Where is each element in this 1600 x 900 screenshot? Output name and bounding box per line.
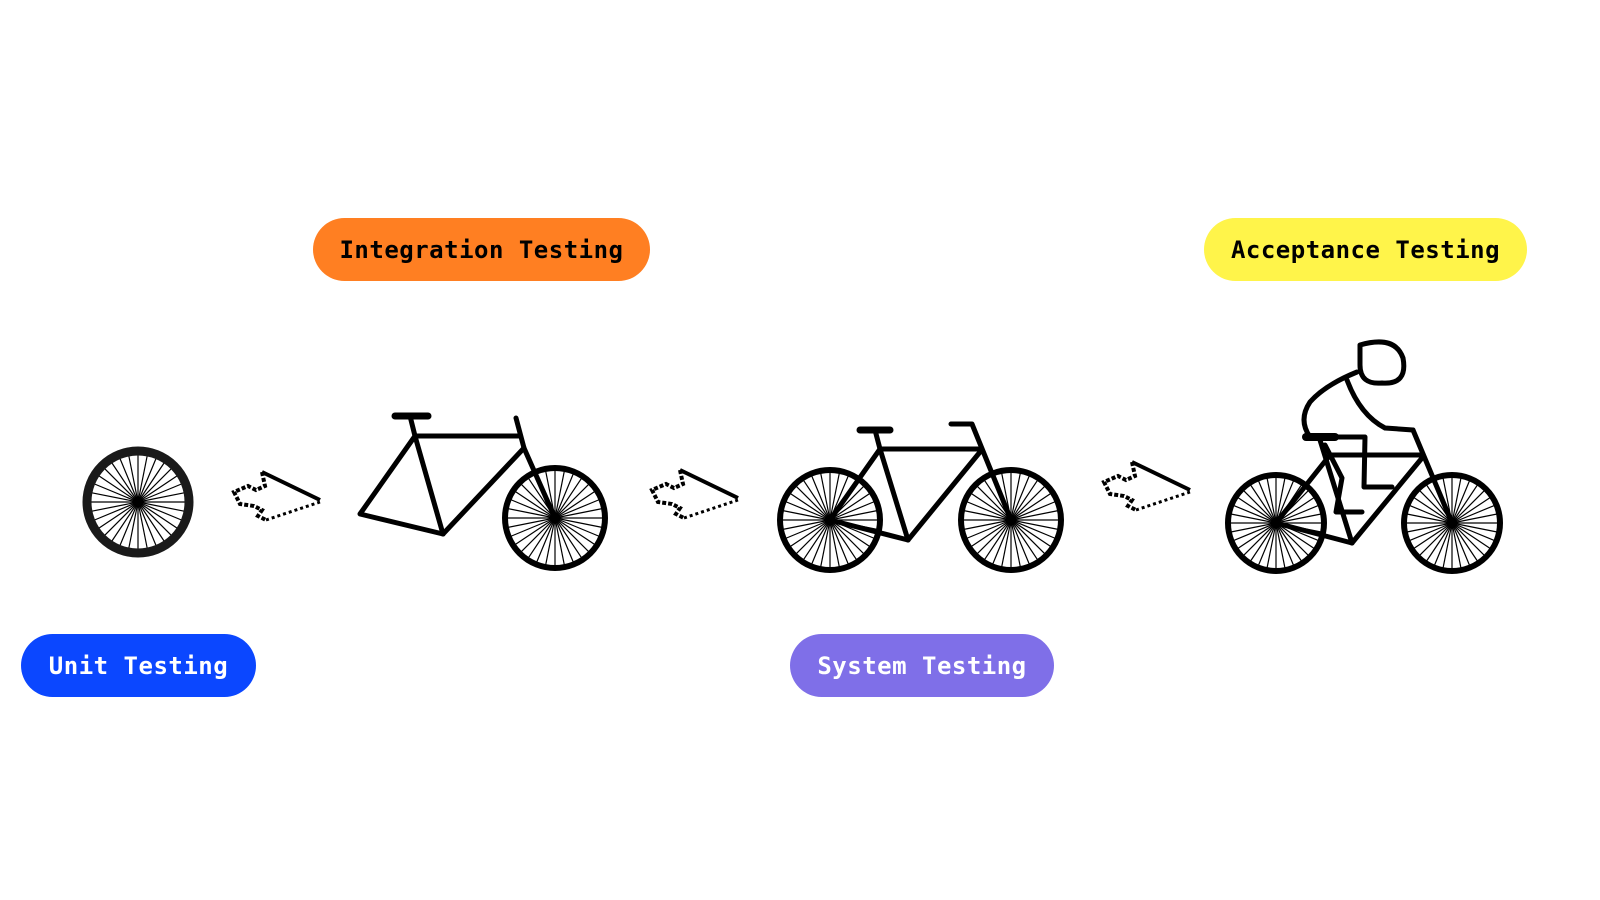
pixel-arrow-icon [649, 468, 739, 520]
pixel-arrow-icon [1101, 460, 1191, 512]
integration-testing-label: Integration Testing [313, 218, 650, 281]
pixel-arrow-icon [231, 470, 321, 522]
acceptance-testing-label: Acceptance Testing [1204, 218, 1527, 281]
wheel-icon [777, 467, 883, 573]
unit-testing-label: Unit Testing [21, 634, 256, 697]
wheel-icon [958, 467, 1064, 573]
bicycle-icon [827, 421, 1014, 543]
system-testing-label: System Testing [790, 634, 1054, 697]
wheel-icon [82, 446, 194, 558]
bike-frame-icon [357, 412, 558, 537]
wheel-icon [1401, 472, 1503, 574]
cyclist-icon [1273, 339, 1455, 546]
